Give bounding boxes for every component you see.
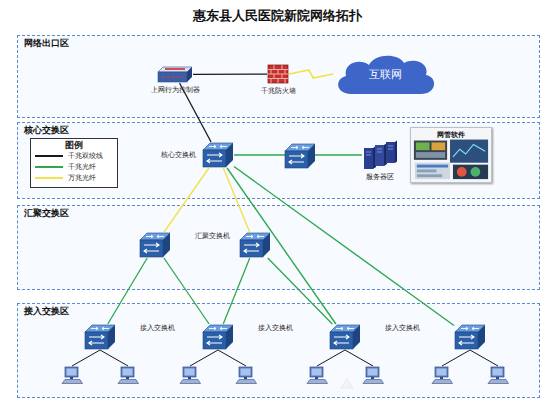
- zone-band: 接入交换区接入交换机 接入交换机 接入交换机: [17, 303, 540, 398]
- pc-icon: [488, 367, 509, 384]
- network-link: [227, 168, 336, 324]
- network-link: [223, 168, 249, 232]
- pc-icon: [118, 367, 139, 384]
- pc-icon: [180, 367, 201, 384]
- internet-cloud: 互联网: [333, 52, 438, 96]
- network-link: [164, 168, 209, 232]
- pc-cable: [442, 350, 470, 366]
- node-label: 汇聚交换机: [195, 232, 230, 239]
- pc-cable: [190, 350, 218, 366]
- diagram-title: 惠东县人民医院新院网络拓扑: [0, 7, 554, 25]
- sw-graphic: [202, 324, 234, 350]
- access-switch: 接入交换机: [84, 324, 116, 350]
- access-switch: 接入交换机: [202, 324, 234, 350]
- network-link: [193, 73, 267, 75]
- access-switch: [454, 324, 486, 350]
- pc-icon: [432, 367, 453, 384]
- node-label: 接入交换机: [258, 324, 293, 331]
- legend-line-sample: [35, 164, 63, 170]
- zone-title: 接入交换区: [24, 307, 69, 316]
- marker-triangle: [341, 379, 353, 388]
- access-switch: 接入交换机: [329, 324, 361, 350]
- pc-icon: [307, 367, 328, 384]
- sw-graphic: [202, 142, 234, 168]
- network-link: [180, 83, 212, 142]
- sw-graphic: [139, 232, 171, 258]
- aggregation-switch: [239, 232, 271, 258]
- aggregation-switch: 汇聚交换机: [139, 232, 171, 258]
- nms-panel: 网管软件: [410, 127, 492, 183]
- node-label: 接入交换机: [140, 324, 175, 331]
- core-switch: 核心交换机: [202, 142, 234, 168]
- legend-text: 千兆双绞线: [68, 152, 103, 159]
- pc-cable: [345, 350, 373, 366]
- firewall-icon: 千兆防火墙: [267, 64, 289, 84]
- network-link: [234, 154, 362, 155]
- legend-line-sample: [35, 153, 63, 159]
- pc-icon: [236, 367, 257, 384]
- node-label: 千兆防火墙: [261, 87, 296, 94]
- legend-row: 万兆光纤: [35, 172, 117, 183]
- pc-cable: [470, 350, 498, 366]
- pc-cable: [218, 350, 246, 366]
- wan-link: [289, 70, 333, 78]
- node-label: 网管软件: [411, 131, 491, 138]
- pc-cable: [72, 350, 100, 366]
- network-link: [234, 167, 454, 326]
- node-label: 互联网: [333, 69, 438, 80]
- network-link: [268, 258, 333, 324]
- behavior-controller: 上网行为控制器: [157, 66, 193, 83]
- legend-row: 千兆双绞线: [35, 150, 117, 161]
- legend-line-sample: [35, 175, 63, 181]
- legend-row: 千兆光纤: [35, 161, 117, 172]
- zone-title: 汇聚交换区: [24, 209, 69, 218]
- legend-text: 万兆光纤: [68, 174, 96, 181]
- zone-band: 汇聚交换区汇聚交换机: [17, 205, 540, 290]
- sw-graphic: [329, 324, 361, 350]
- pc-cable: [317, 350, 345, 366]
- sw-graphic: [239, 232, 271, 258]
- node-label: 核心交换机: [161, 151, 196, 158]
- pc-icon: [62, 367, 83, 384]
- network-link: [108, 258, 147, 324]
- network-link: [223, 258, 250, 324]
- sw-graphic: [454, 324, 486, 350]
- legend-text: 千兆光纤: [68, 163, 96, 170]
- zone-title: 核心交换区: [24, 126, 69, 135]
- legend-box: 图例千兆双绞线千兆光纤万兆光纤: [30, 138, 118, 188]
- node-label: 服务器区: [366, 173, 394, 180]
- fw-graphic: [267, 64, 289, 84]
- sw-graphic: [84, 324, 116, 350]
- pc-icon: [363, 367, 384, 384]
- network-link: [164, 258, 209, 324]
- legend-heading: 图例: [31, 141, 117, 150]
- srv-graphic: [362, 140, 398, 170]
- zone-band: 网络出口区上网行为控制器千兆防火墙互联网: [17, 35, 540, 118]
- node-label: 接入交换机: [385, 324, 420, 331]
- ctrl-graphic: [157, 66, 193, 83]
- node-label: 上网行为控制器: [151, 86, 200, 93]
- server-group: 服务器区: [362, 140, 398, 170]
- pc-cable: [100, 350, 128, 366]
- server-switch-icon: [285, 144, 315, 168]
- zone-title: 网络出口区: [24, 39, 69, 48]
